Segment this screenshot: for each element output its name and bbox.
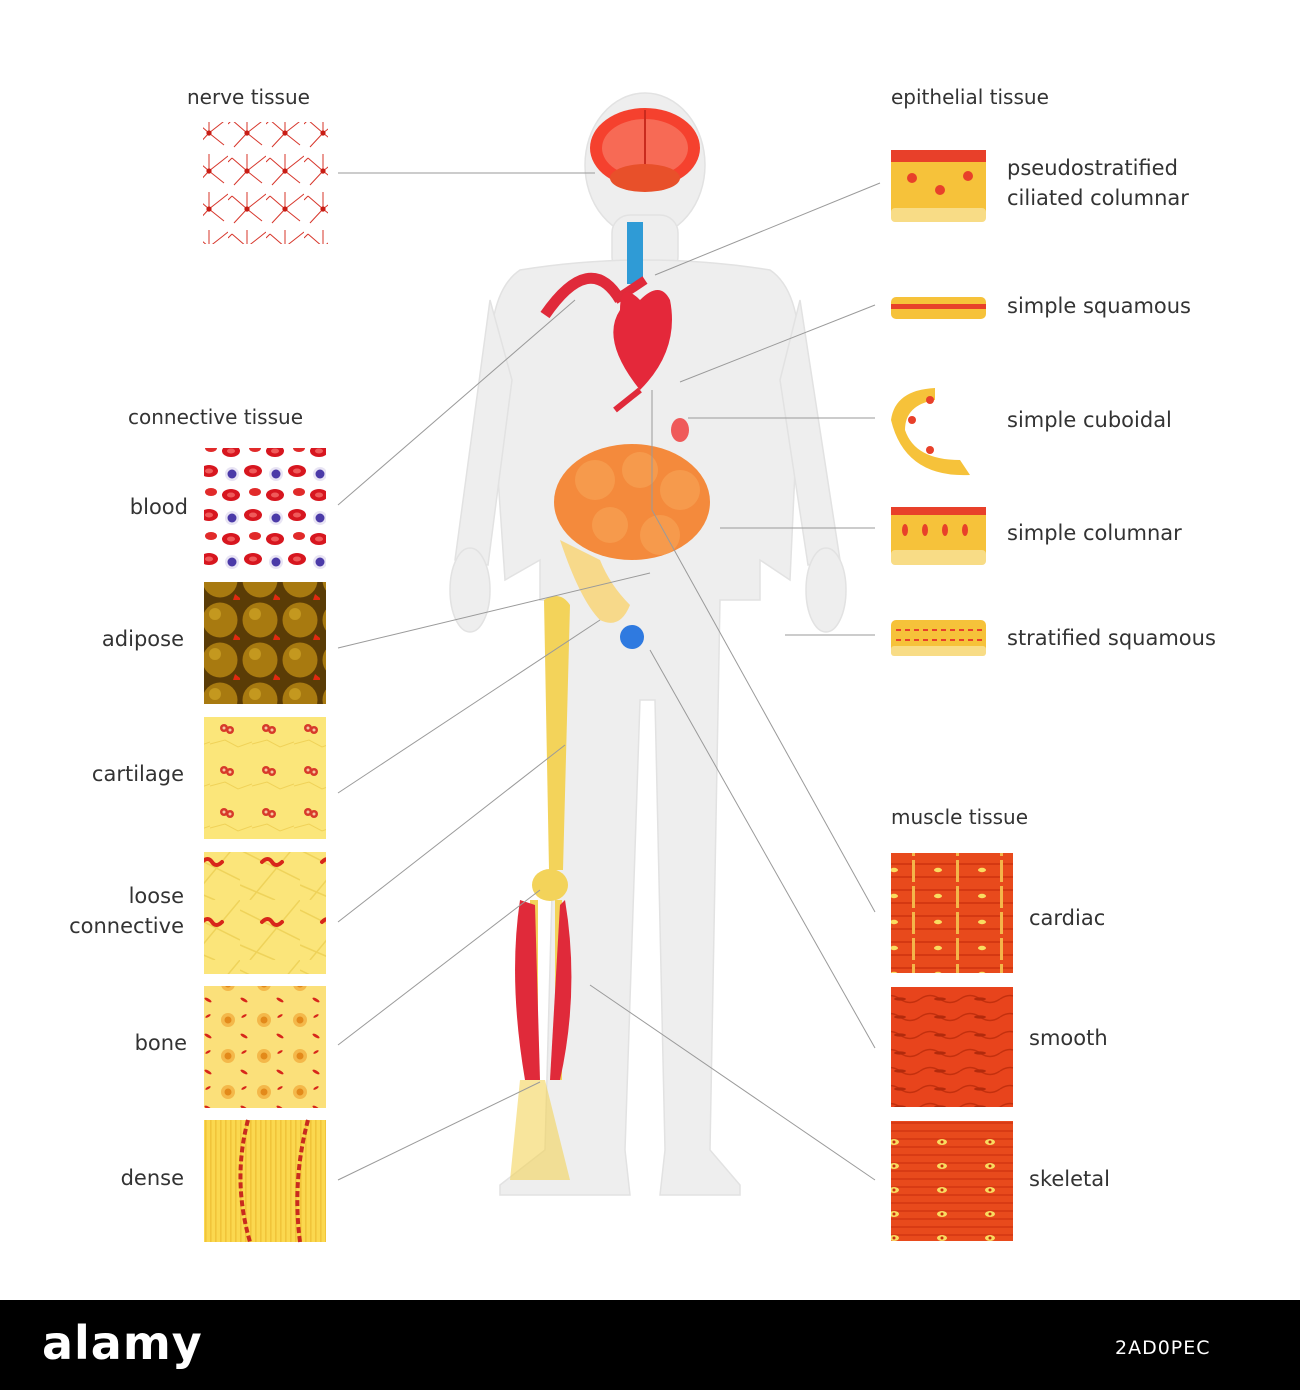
pseudostratified-sample: [891, 150, 986, 222]
stratified-squamous-sample: [891, 620, 986, 656]
label-loose-line1: loose: [128, 884, 184, 908]
heart-organ: [540, 272, 672, 413]
simple-squamous-sample: [891, 297, 986, 319]
label-bone: bone: [134, 1031, 187, 1055]
label-loose-line2: connective: [69, 914, 184, 938]
label-pseudostratified-line2: ciliated columnar: [1007, 186, 1189, 210]
label-pseudostratified-line1: pseudostratified: [1007, 156, 1178, 180]
bone-sample: [204, 986, 326, 1108]
simple-columnar-sample: [891, 507, 986, 565]
intestine-organ: [554, 444, 710, 560]
adipose-sample: [204, 582, 326, 704]
leader-lines: [337, 172, 881, 1181]
body-silhouette: [449, 92, 847, 1196]
label-simple-cuboidal: simple cuboidal: [1007, 408, 1172, 432]
label-stratified-squamous: stratified squamous: [1007, 626, 1216, 650]
smooth-sample: [891, 987, 1013, 1107]
pelvis-bone: [560, 540, 630, 623]
heading-epithelial-tissue: epithelial tissue: [891, 85, 1049, 109]
dense-sample: [204, 1119, 326, 1243]
foot: [510, 1080, 570, 1180]
bladder-organ: [620, 625, 644, 649]
simple-cuboidal-sample: [891, 388, 970, 476]
cardiac-sample: [891, 853, 1013, 973]
label-pseudostratified: pseudostratified ciliated columnar: [1007, 153, 1189, 213]
loose-connective-sample: [204, 852, 326, 974]
label-blood: blood: [129, 495, 188, 519]
blood-sample: [204, 448, 326, 570]
label-simple-columnar: simple columnar: [1007, 521, 1182, 545]
label-dense: dense: [120, 1166, 184, 1190]
cartilage-sample: [204, 717, 326, 839]
label-simple-squamous: simple squamous: [1007, 294, 1191, 318]
tissue-diagram: [203, 92, 1013, 1243]
label-cartilage: cartilage: [91, 762, 184, 786]
footer-bar: [0, 1300, 1300, 1390]
image-code: 2AD0PEC: [1115, 1337, 1211, 1359]
leg-muscles: [515, 900, 572, 1080]
label-loose-connective: loose connective: [0, 881, 184, 941]
heading-muscle-tissue: muscle tissue: [891, 805, 1029, 829]
brain-organ: [590, 108, 700, 192]
stomach-organ: [671, 418, 689, 442]
heading-nerve-tissue: nerve tissue: [187, 85, 310, 109]
label-adipose: adipose: [101, 627, 184, 651]
brand-logo: alamy: [42, 1316, 203, 1370]
label-smooth: smooth: [1029, 1026, 1108, 1050]
label-cardiac: cardiac: [1029, 906, 1106, 930]
heading-connective-tissue: connective tissue: [128, 405, 303, 429]
label-skeletal: skeletal: [1029, 1167, 1110, 1191]
skeletal-sample: [891, 1121, 1013, 1241]
nerve-tissue-sample: [203, 122, 328, 244]
trachea-organ: [627, 222, 643, 284]
